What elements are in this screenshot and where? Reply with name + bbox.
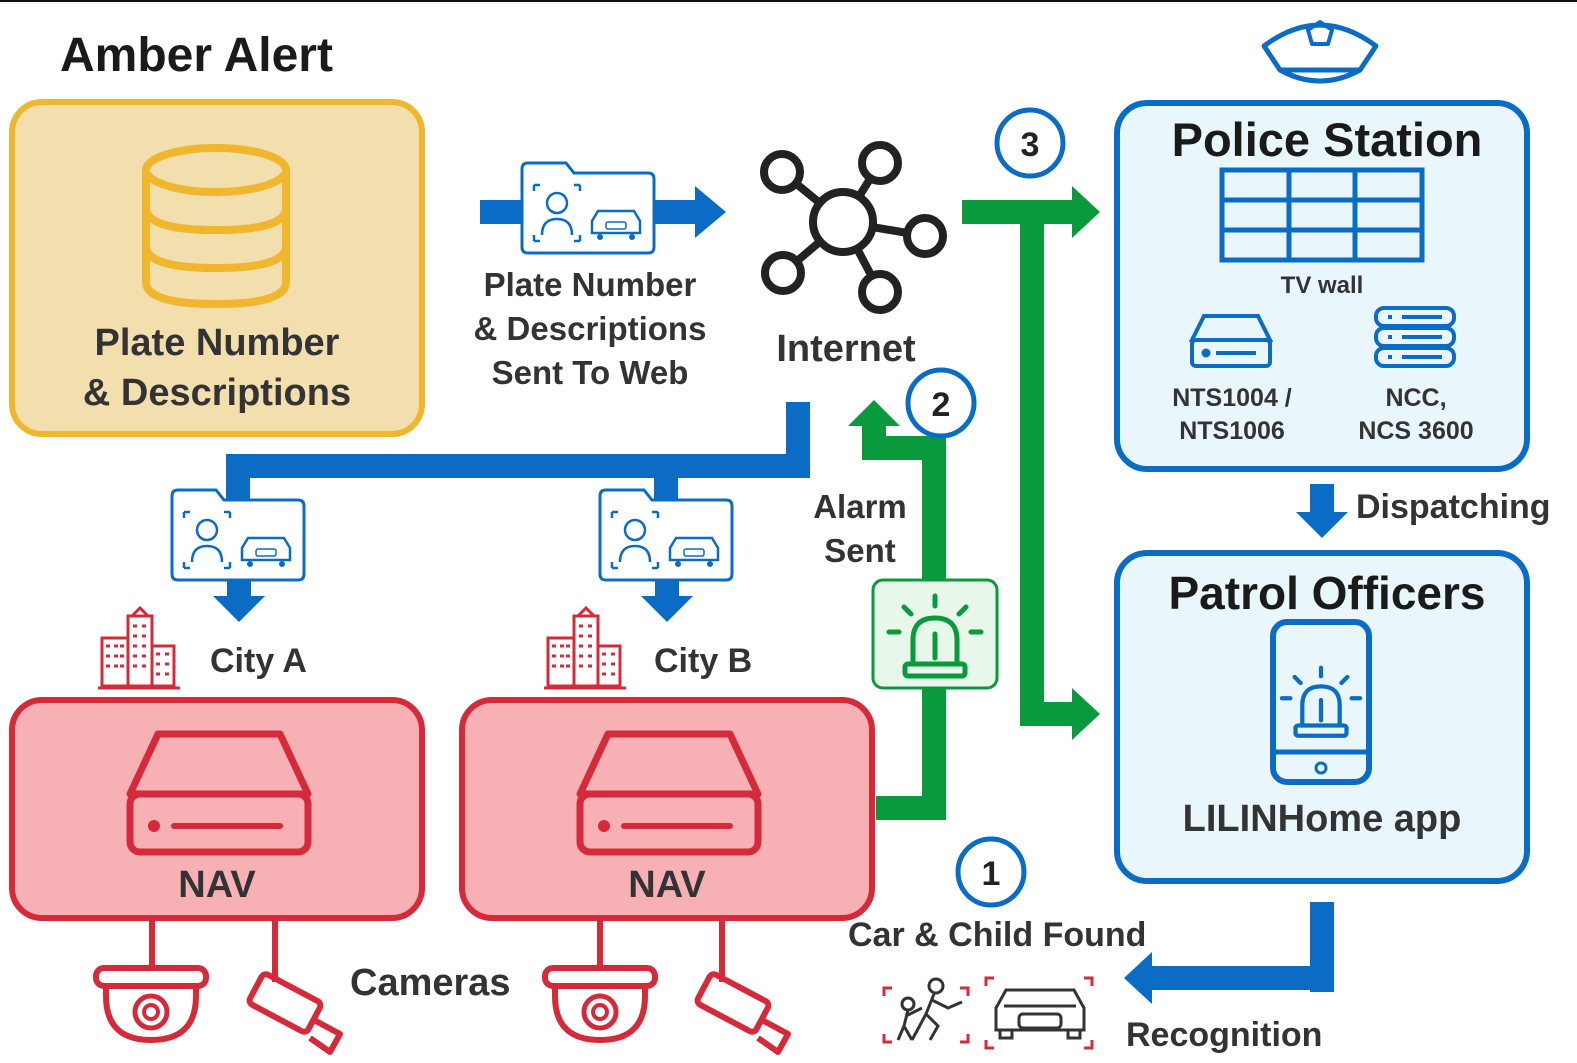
svg-text:1: 1 — [982, 855, 1001, 893]
city-b-label: City B — [654, 642, 753, 680]
server-model-line1: NCC, — [1385, 384, 1447, 412]
tv-wall-label: TV wall — [1280, 272, 1364, 299]
nav-box-b — [459, 697, 875, 921]
city-a-label: City A — [210, 642, 307, 680]
alarm-label-line1: Alarm — [813, 488, 907, 525]
svg-text:3: 3 — [1021, 126, 1040, 164]
face-car-folder-icon — [520, 161, 656, 255]
step-1-badge: 1 — [955, 836, 1027, 908]
nav-label-a: NAV — [178, 864, 256, 906]
server-model-line2: NCS 3600 — [1358, 417, 1474, 445]
alarm-label-line2: Sent — [824, 532, 896, 569]
face-car-folder-icon — [170, 488, 306, 582]
bullet-camera-icon — [696, 972, 788, 1052]
child-family-icon — [882, 977, 970, 1044]
top-border — [0, 0, 1577, 2]
svg-text:2: 2 — [932, 386, 951, 424]
send-label-line2: & Descriptions — [473, 310, 707, 347]
camera-links — [149, 918, 725, 982]
nav-box-a — [9, 697, 425, 921]
nvr-icon — [1188, 314, 1274, 368]
recognition-arrow — [1124, 902, 1334, 1004]
send-label-line1: Plate Number — [483, 266, 697, 303]
internet-label: Internet — [776, 328, 916, 370]
nvr-model-line2: NTS1006 — [1179, 417, 1285, 445]
database-label-line2: & Descriptions — [82, 372, 352, 414]
server-stack-icon — [1374, 306, 1456, 368]
police-station-title: Police Station — [1171, 113, 1483, 166]
distribution-arrows — [213, 402, 810, 622]
network-icon — [760, 141, 947, 314]
step-3-badge: 3 — [994, 107, 1066, 179]
tv-wall-icon — [1219, 167, 1425, 263]
database-icon — [142, 144, 290, 309]
bullet-camera-icon — [248, 972, 340, 1052]
step-2-badge: 2 — [905, 367, 977, 439]
app-label: LILINHome app — [1182, 798, 1462, 840]
car-icon — [984, 976, 1094, 1050]
nav-label-b: NAV — [628, 864, 706, 906]
car-child-found-label: Car & Child Found — [848, 916, 1147, 954]
database-label-line1: Plate Number — [94, 322, 340, 364]
city-icon — [542, 606, 628, 690]
dome-camera-icon — [96, 968, 206, 1040]
dome-camera-icon — [545, 968, 655, 1040]
dispatching-arrow — [1296, 484, 1348, 538]
step3-arrows — [962, 186, 1100, 740]
patrol-officers-title: Patrol Officers — [1168, 567, 1486, 619]
cameras-label: Cameras — [350, 962, 511, 1004]
page-title: Amber Alert — [60, 29, 333, 82]
city-icon — [96, 606, 182, 690]
nvr-model-line1: NTS1004 / — [1172, 384, 1292, 412]
send-label-line3: Sent To Web — [491, 354, 689, 391]
recognition-label: Recognition — [1126, 1016, 1323, 1054]
dispatching-label: Dispatching — [1356, 488, 1551, 526]
phone-siren-icon — [1270, 619, 1372, 785]
police-cap-icon — [1261, 20, 1379, 84]
face-car-folder-icon — [598, 488, 734, 582]
